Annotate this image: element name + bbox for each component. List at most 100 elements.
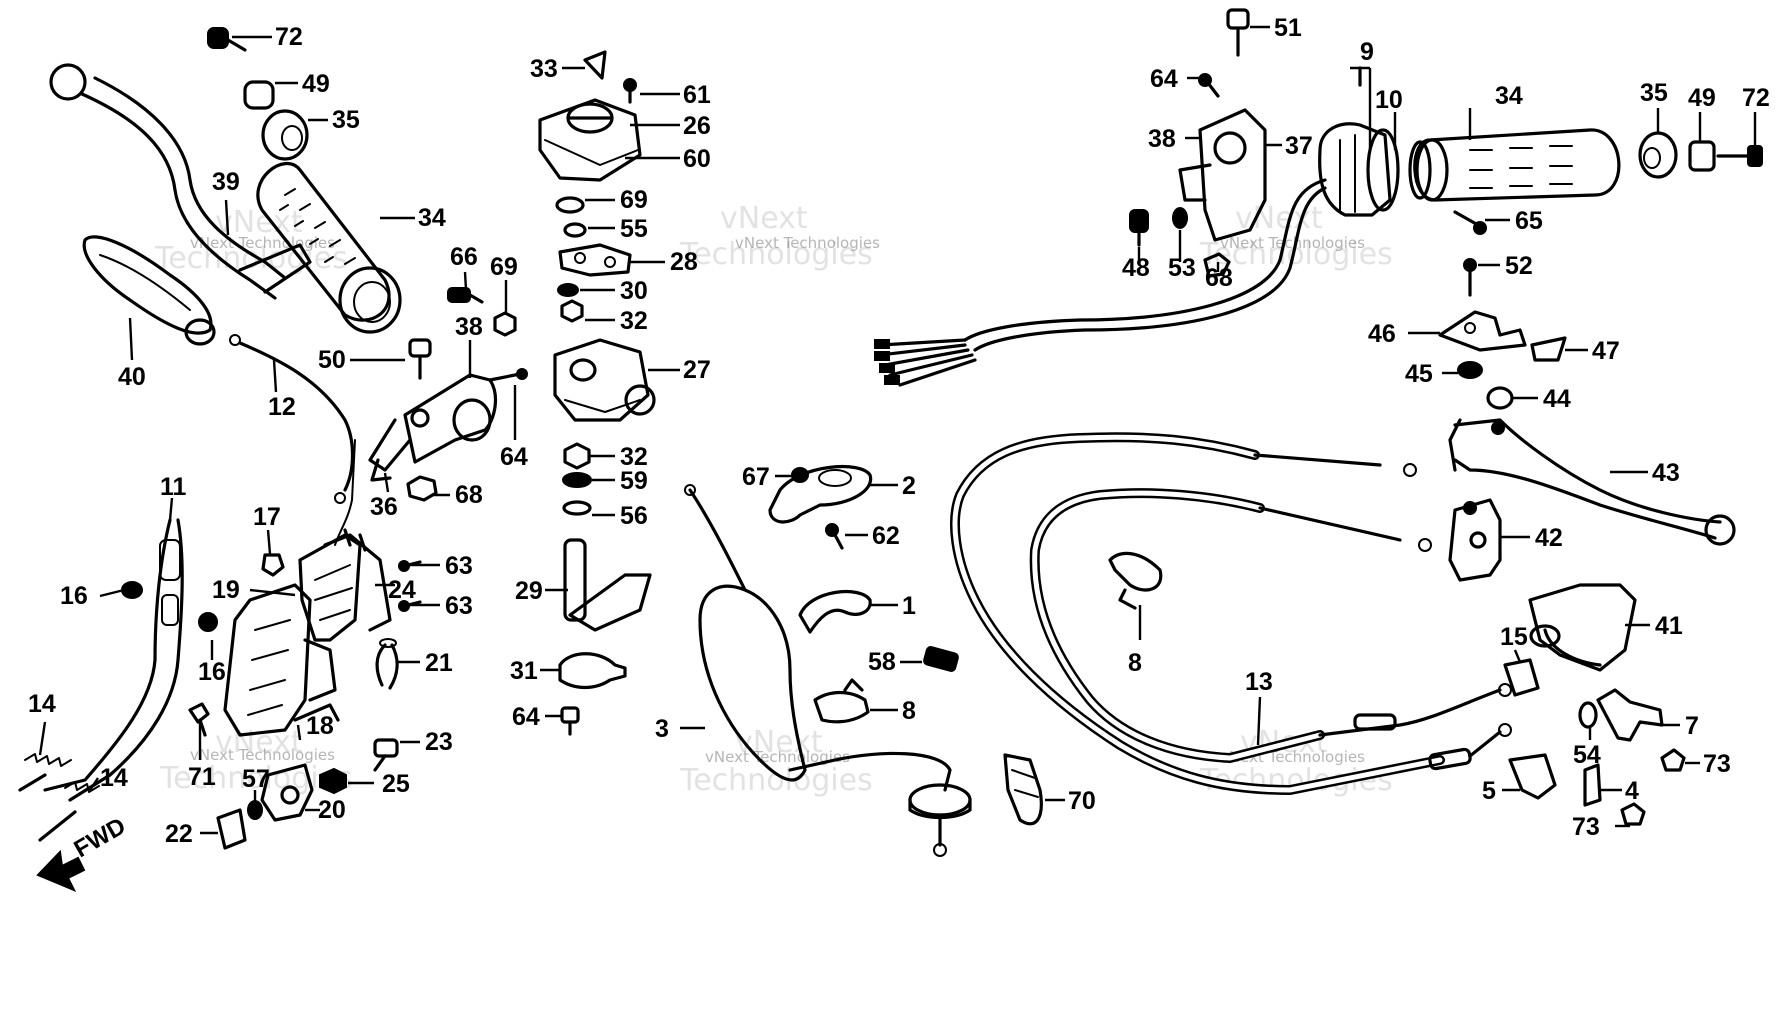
callout-label: 3 xyxy=(655,715,669,743)
callout-label: 19 xyxy=(212,576,240,604)
spring-part-30 xyxy=(557,283,579,297)
callout-label: 54 xyxy=(1573,741,1601,769)
callout-label: 8 xyxy=(1128,649,1142,677)
callout-label: 72 xyxy=(275,23,303,51)
callout-label: 35 xyxy=(332,106,360,134)
spring-part-45 xyxy=(1457,361,1483,379)
screw-part-62 xyxy=(825,523,844,550)
callout-label: 30 xyxy=(620,277,648,305)
callout-label: 65 xyxy=(1515,207,1543,235)
callout-label: 57 xyxy=(242,765,270,793)
clamp-part-31 xyxy=(558,652,627,690)
watermark-small: vNext Technologies xyxy=(705,748,850,766)
connector-part-70 xyxy=(1003,753,1043,826)
callout-label: 16 xyxy=(60,582,88,610)
nut-part-32b xyxy=(563,442,591,470)
callout-label: 51 xyxy=(1274,14,1302,42)
watermark-line1: vNext xyxy=(215,205,303,240)
switch-part-20 xyxy=(260,763,314,822)
lever-part-39 xyxy=(49,63,312,300)
callout-label: 63 xyxy=(445,552,473,580)
callout-label: 18 xyxy=(306,712,334,740)
switch-plate-part-46 xyxy=(1438,310,1527,352)
callout-label: 61 xyxy=(683,81,711,109)
watermark-small: vNext Technologies xyxy=(190,746,335,764)
callout-label: 39 xyxy=(212,168,240,196)
callout-label: 9 xyxy=(1360,38,1374,66)
watermark-line1: vNext xyxy=(720,201,808,236)
callout-label: 37 xyxy=(1285,132,1313,160)
callout-label: 24 xyxy=(388,576,416,604)
bolt-part-48 xyxy=(1129,209,1149,247)
callout-label: 53 xyxy=(1168,254,1196,282)
throttle-tube-part-29 xyxy=(563,538,652,632)
wire-harness xyxy=(874,178,1327,387)
callout-label: 59 xyxy=(620,467,648,495)
bolt-part-23 xyxy=(373,738,399,772)
callout-label: 14 xyxy=(28,690,56,718)
washer-part-56 xyxy=(562,500,592,516)
callout-label: 68 xyxy=(1205,264,1233,292)
spring-part-14 xyxy=(18,753,100,842)
lever-guard-part-40 xyxy=(82,235,216,346)
callout-label: 58 xyxy=(868,648,896,676)
collar-part-49 xyxy=(243,80,275,110)
callout-label: 73 xyxy=(1703,750,1731,778)
callout-label: 72 xyxy=(1742,84,1770,112)
callout-label: 36 xyxy=(370,493,398,521)
bolt-part-51 xyxy=(1226,8,1250,57)
weight-part-35 xyxy=(261,109,309,161)
callout-label: 38 xyxy=(455,313,483,341)
watermark-line1: vNext xyxy=(215,725,303,760)
watermark-small: vNext Technologies xyxy=(1220,234,1365,252)
callout-label: 56 xyxy=(620,502,648,530)
callout-label: 23 xyxy=(425,728,453,756)
nut-part-69 xyxy=(493,311,517,337)
callout-label: 67 xyxy=(742,463,770,491)
screw-part-68-right xyxy=(1203,252,1231,278)
cable-part-3 xyxy=(684,484,972,857)
nut-part-68 xyxy=(406,475,438,502)
callout-label: 42 xyxy=(1535,524,1563,552)
pin-part-64 xyxy=(488,368,528,382)
cable-part-13 xyxy=(950,432,1512,796)
clamp-part-8-right xyxy=(1108,551,1163,610)
callout-label: 68 xyxy=(455,481,483,509)
housing-part-27 xyxy=(553,338,656,422)
callout-label: 25 xyxy=(382,770,410,798)
washer-part-59 xyxy=(562,472,592,488)
callout-label: 63 xyxy=(445,592,473,620)
callout-label: 64 xyxy=(512,703,540,731)
spacer-part-55 xyxy=(563,222,587,238)
callout-label: 34 xyxy=(1495,82,1523,110)
callout-label: 64 xyxy=(500,443,528,471)
screw-part-61 xyxy=(623,78,637,104)
bolt-part-17 xyxy=(261,553,285,577)
callout-label: 13 xyxy=(1245,668,1273,696)
bolt-part-50 xyxy=(408,338,432,380)
callout-label: 50 xyxy=(318,346,346,374)
callout-label: 41 xyxy=(1655,612,1683,640)
callout-label: 7 xyxy=(1685,712,1699,740)
pin-part-64-right xyxy=(1198,73,1220,98)
callout-label: 8 xyxy=(902,697,916,725)
callout-label: 40 xyxy=(118,363,146,391)
spring-part-21 xyxy=(375,638,399,690)
cap-part-33 xyxy=(583,50,607,80)
callout-label: 45 xyxy=(1405,360,1433,388)
bracket-part-5 xyxy=(1508,753,1557,800)
callout-label: 27 xyxy=(683,356,711,384)
watermark-line1: vNext xyxy=(735,725,823,760)
bushing-part-54 xyxy=(1578,701,1598,729)
callout-label: 2 xyxy=(902,472,916,500)
callout-label: 43 xyxy=(1652,459,1680,487)
callout-label: 29 xyxy=(515,577,543,605)
callout-label: 69 xyxy=(620,186,648,214)
clamp-part-8 xyxy=(813,678,870,724)
brake-lever-part-43 xyxy=(1448,418,1736,546)
holder-part-38 xyxy=(368,373,498,472)
callout-label: 48 xyxy=(1122,254,1150,282)
callout-label: 49 xyxy=(302,70,330,98)
bracket-part-36 xyxy=(370,458,392,482)
